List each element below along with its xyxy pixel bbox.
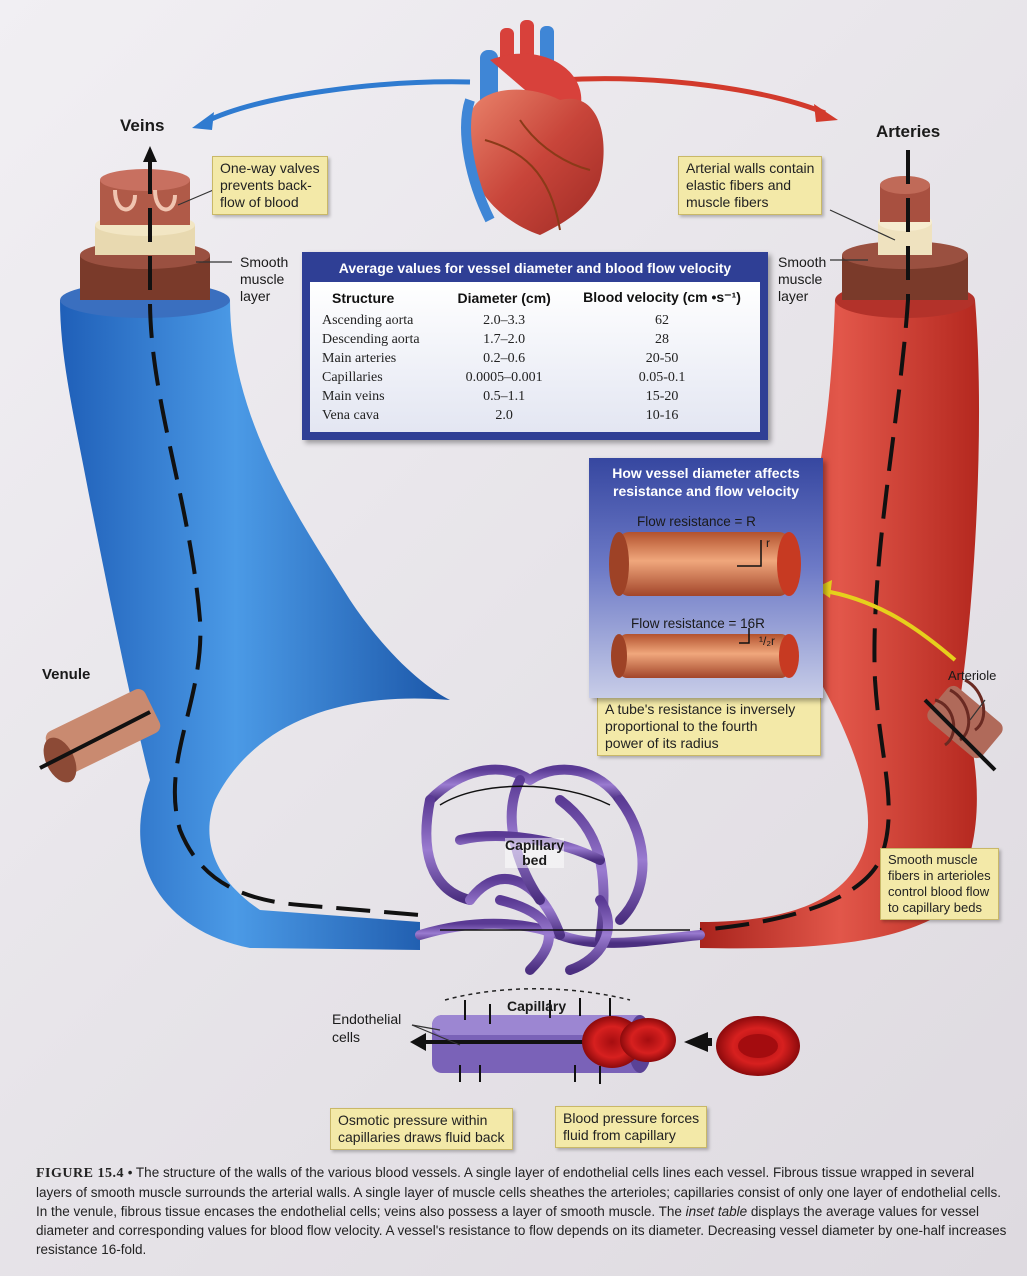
capillary-network	[415, 764, 705, 975]
heart-illustration	[461, 20, 604, 235]
artery-out-arrow	[559, 76, 826, 116]
cell-velocity: 0.05-0.1	[638, 369, 686, 385]
figure-number: FIGURE 15.4	[36, 1166, 124, 1181]
resistance-tubes	[609, 532, 801, 678]
arteriole-label: Arteriole	[948, 668, 997, 683]
smooth-muscle-label-right: Smooth muscle layer	[778, 254, 827, 304]
cell-structure: Main veins	[322, 388, 385, 404]
vein-arrowhead	[192, 112, 214, 130]
col-header-structure: Structure	[332, 289, 395, 306]
values-table: Structure Diameter (cm) Blood velocity (…	[310, 286, 760, 425]
osmotic-pressure-callout: Osmotic pressure within capillaries draw…	[330, 1108, 513, 1150]
inset-table: Average values for vessel diameter and b…	[302, 252, 768, 440]
cell-diameter: 1.7–2.0	[483, 331, 526, 347]
cell-structure: Vena cava	[322, 407, 380, 423]
vein-return-arrow	[203, 79, 471, 125]
table-row: Ascending aorta 2.0–3.3 62	[310, 311, 760, 330]
valves-callout: One-way valves prevents back- flow of bl…	[212, 156, 328, 215]
col-header-velocity: Blood velocity (cm •s⁻¹)	[583, 289, 741, 305]
smooth-muscle-fibers-callout: Smooth muscle fibers in arterioles contr…	[880, 848, 999, 920]
cell-diameter: 2.0–3.3	[483, 312, 526, 328]
col-header-diameter: Diameter (cm)	[457, 289, 551, 306]
caption-text-2: displays the average values for vessel d…	[36, 1204, 1007, 1257]
table-row: Capillaries 0.0005–0.001 0.05-0.1	[310, 368, 760, 387]
cell-velocity: 62	[655, 312, 670, 328]
artery-arrowhead	[814, 104, 838, 122]
cell-velocity: 15-20	[645, 388, 679, 404]
capillary-bed-label: Capillary bed	[505, 837, 565, 868]
cell-velocity: 28	[655, 331, 670, 347]
veins-label: Veins	[120, 116, 165, 135]
flow-resistance-r-label: Flow resistance = R	[637, 514, 756, 529]
flow-resistance-16r-label: Flow resistance = 16R	[631, 616, 765, 631]
radius-r-label: r	[766, 536, 770, 550]
arteriole-tube	[923, 678, 1003, 772]
vein-flow-path	[148, 160, 421, 917]
table-row: Main veins 0.5–1.1 15-20	[310, 387, 760, 406]
endothelial-cells-label: Endothelial cells	[332, 1011, 402, 1045]
blood-pressure-callout: Blood pressure forces fluid from capilla…	[555, 1106, 708, 1148]
table-row: Descending aorta 1.7–2.0 28	[310, 330, 760, 349]
cell-diameter: 0.2–0.6	[483, 350, 526, 366]
resistance-inset-title: How vessel diameter affects resistance a…	[612, 465, 800, 499]
arterial-walls-callout: Arterial walls contain elastic fibers an…	[678, 156, 823, 215]
radius-half-r-label: ¹/₂r	[759, 634, 775, 648]
cell-structure: Main arteries	[322, 350, 397, 366]
cell-diameter: 0.5–1.1	[483, 388, 526, 404]
table-row: Vena cava 2.0 10-16	[310, 406, 760, 425]
cell-velocity: 10-16	[645, 407, 679, 423]
caption-text: • The structure of the walls of the vari…	[36, 1165, 1001, 1219]
cell-velocity: 20-50	[645, 350, 679, 366]
cell-structure: Capillaries	[322, 369, 383, 385]
venule-label: Venule	[42, 666, 91, 683]
cell-diameter: 0.0005–0.001	[465, 369, 543, 385]
table-header-row: Structure Diameter (cm) Blood velocity (…	[310, 286, 760, 311]
cell-diameter: 2.0	[495, 407, 513, 423]
capillary-label: Capillary	[507, 998, 567, 1014]
capillary-closeup	[410, 988, 800, 1084]
resistance-inset: How vessel diameter affects resistance a…	[589, 458, 823, 698]
table-row: Main arteries 0.2–0.6 20-50	[310, 349, 760, 368]
tube-resistance-callout: A tube's resistance is inversely proport…	[597, 697, 821, 756]
inset-table-title: Average values for vessel diameter and b…	[338, 260, 732, 276]
vein-trunk	[60, 300, 450, 950]
artery-trunk	[700, 300, 980, 949]
figure-caption: FIGURE 15.4 • The structure of the walls…	[36, 1163, 1011, 1259]
cell-structure: Ascending aorta	[322, 312, 414, 328]
smooth-muscle-label-left: Smooth muscle layer	[240, 254, 289, 304]
artery-flow-path	[699, 150, 910, 932]
venule-tube	[39, 689, 161, 783]
arteries-label: Arteries	[876, 122, 941, 141]
caption-italic: inset table	[685, 1204, 748, 1219]
cell-structure: Descending aorta	[322, 331, 420, 347]
vein-up-arrow	[143, 146, 157, 162]
